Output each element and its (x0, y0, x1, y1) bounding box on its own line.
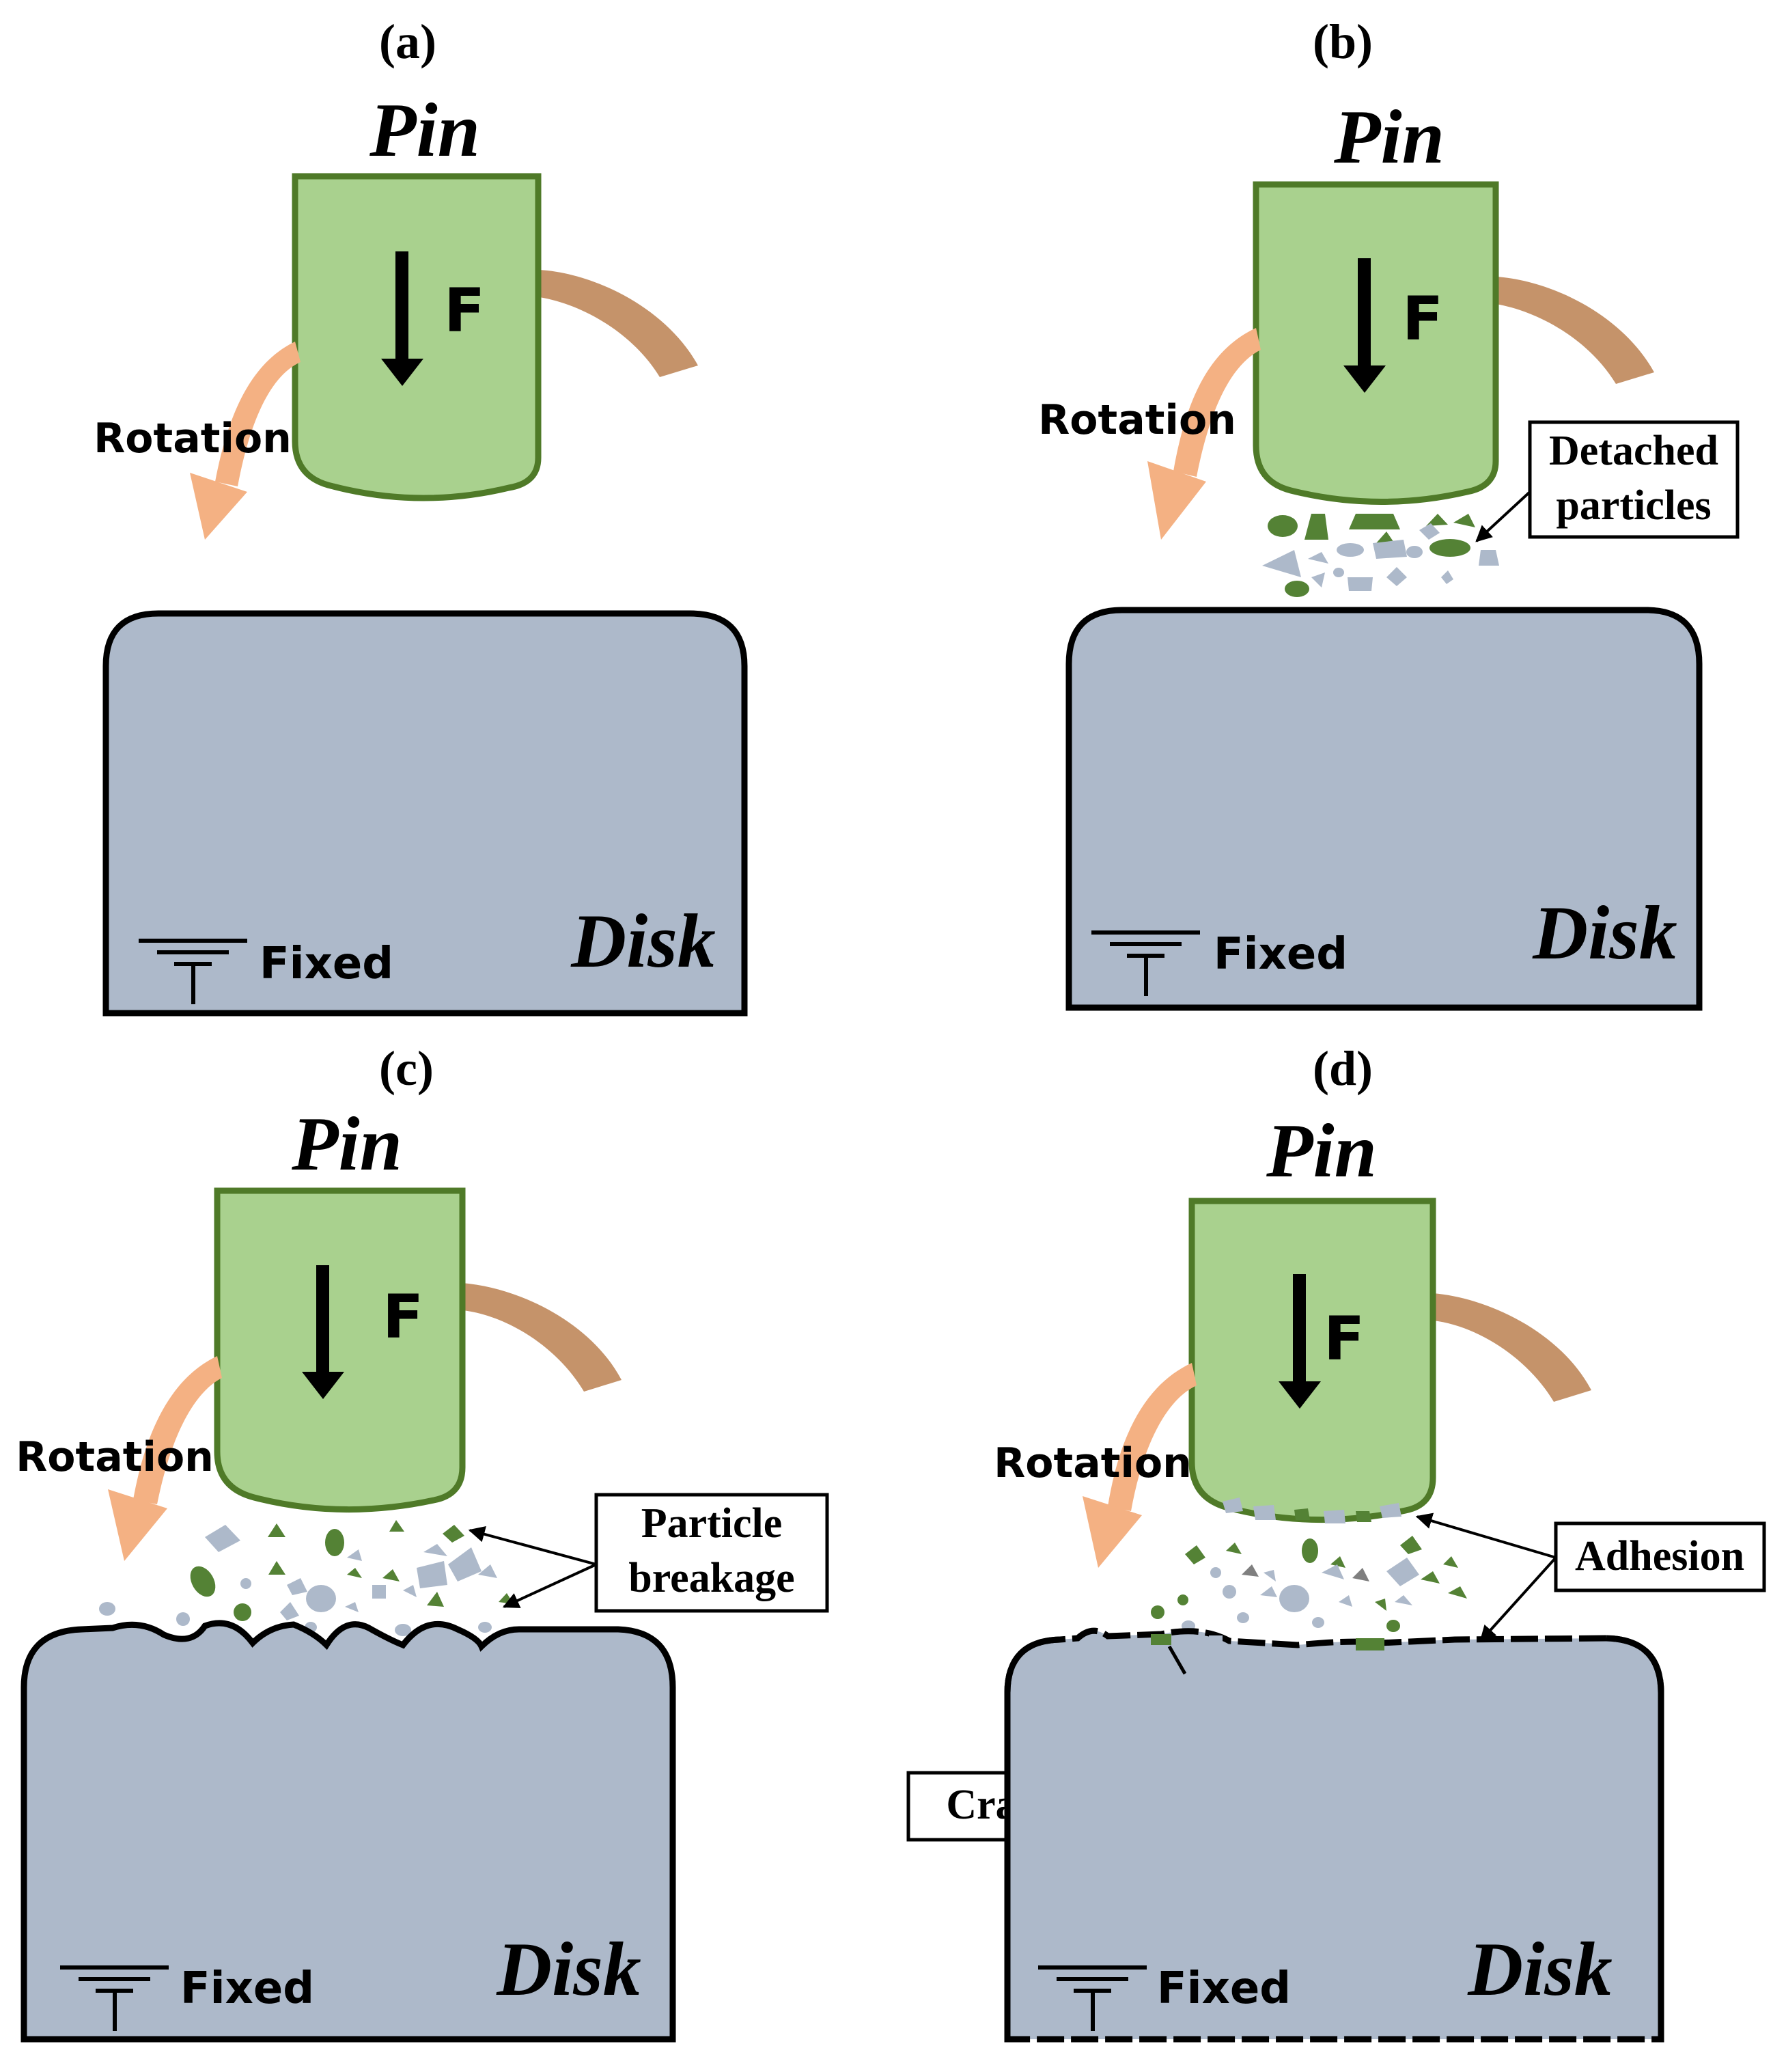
panel-b-callout: Detached particles (1475, 420, 1740, 542)
panel-a-force-arrow (381, 251, 423, 386)
panel-d-adhered-disk-particles (1151, 1634, 1384, 1650)
panel-c-ground-icon (60, 1965, 169, 2031)
panel-a-pin (292, 173, 542, 501)
panel-c-force-label: F (382, 1282, 423, 1352)
panel-a-ground-icon (139, 939, 247, 1004)
panel-c-force-arrow (302, 1265, 344, 1399)
panel-d-force-label: F (1324, 1303, 1365, 1374)
panel-b-disk-label: Disk (1532, 891, 1677, 976)
panel-c-pin (214, 1187, 466, 1513)
panel-b-detached-particles (1262, 514, 1499, 597)
panel-b-disk (1065, 607, 1703, 1011)
panel-d-wear-particles (1151, 1536, 1467, 1632)
panel-c-callout-line2: breakage (628, 1555, 794, 1601)
panel-d-adhesion-callout: Adhesion (1415, 1512, 1766, 1642)
panel-b-force-arrow (1343, 258, 1386, 393)
panel-c-rotation-label: Rotation (16, 1433, 214, 1481)
panel-d-fixed-label: Fixed (1157, 1963, 1291, 2014)
panel-a-pin-label: Pin (369, 88, 480, 173)
panel-c-disk-label: Disk (496, 1927, 641, 2012)
panel-c-pin-label: Pin (291, 1102, 402, 1187)
panel-b-rotation-arc-back (1496, 277, 1654, 384)
panel-d-adhered-pin-particles (1223, 1497, 1401, 1523)
panel-a: (a) Pin F Rotation Disk Fixed (94, 14, 748, 1017)
panel-d-crack-mark (1167, 1645, 1187, 1675)
panel-c-disk (20, 1620, 676, 2043)
panel-c-fixed-label: Fixed (180, 1963, 314, 2014)
panel-b-callout-line1: Detached (1549, 428, 1718, 474)
panel-d-rotation-arrow (1083, 1363, 1197, 1568)
panel-b-rotation-label: Rotation (1038, 396, 1236, 444)
panel-c: (c) Pin F Rotation (16, 1041, 829, 2043)
panel-d-pin-label: Pin (1266, 1109, 1377, 1193)
panel-a-rotation-label: Rotation (94, 415, 292, 462)
panel-a-fixed-label: Fixed (260, 939, 393, 989)
panel-d-rotation-label: Rotation (994, 1439, 1192, 1487)
panel-b-ground-icon (1091, 930, 1200, 996)
panel-b-fixed-label: Fixed (1214, 929, 1348, 980)
panel-c-rotation-arrow (108, 1356, 222, 1561)
panel-c-rotation-arc-back (462, 1283, 622, 1392)
panel-b-pin (1253, 181, 1499, 506)
panel-b-rotation-arrow (1147, 328, 1261, 540)
panel-b-pin-label: Pin (1333, 95, 1445, 180)
panel-d-adhesion-label: Adhesion (1575, 1533, 1744, 1579)
panel-b-force-label: F (1402, 284, 1443, 354)
panel-c-callout-line1: Particle (641, 1500, 783, 1547)
panel-c-callout: Particle breakage (468, 1493, 829, 1613)
panel-c-broken-particles (99, 1520, 514, 1636)
panel-d-disk-label: Disk (1467, 1927, 1613, 2012)
panel-d-pin (1188, 1198, 1436, 1523)
panel-b: (b) Pin F Rotation (1038, 14, 1740, 1011)
panel-b-label: (b) (1313, 14, 1373, 69)
panel-d-force-arrow (1279, 1274, 1321, 1409)
panel-a-force-label: F (444, 275, 485, 346)
panel-c-label: (c) (379, 1041, 434, 1096)
panel-a-rotation-arc-back (540, 270, 698, 377)
panel-a-disk (102, 610, 748, 1017)
panel-a-disk-label: Disk (570, 899, 716, 984)
panel-a-label: (a) (379, 14, 436, 69)
panel-d-disk-sides (1004, 1635, 1664, 2039)
panel-d-rotation-arc-back (1433, 1293, 1591, 1402)
panel-d-ground-icon (1038, 1965, 1147, 2031)
panel-d-label: (d) (1313, 1041, 1373, 1096)
panel-d: (d) Pin F Rotation (906, 1041, 1766, 2043)
panel-b-callout-line2: particles (1556, 482, 1711, 529)
panel-a-rotation-arrow (190, 342, 301, 540)
